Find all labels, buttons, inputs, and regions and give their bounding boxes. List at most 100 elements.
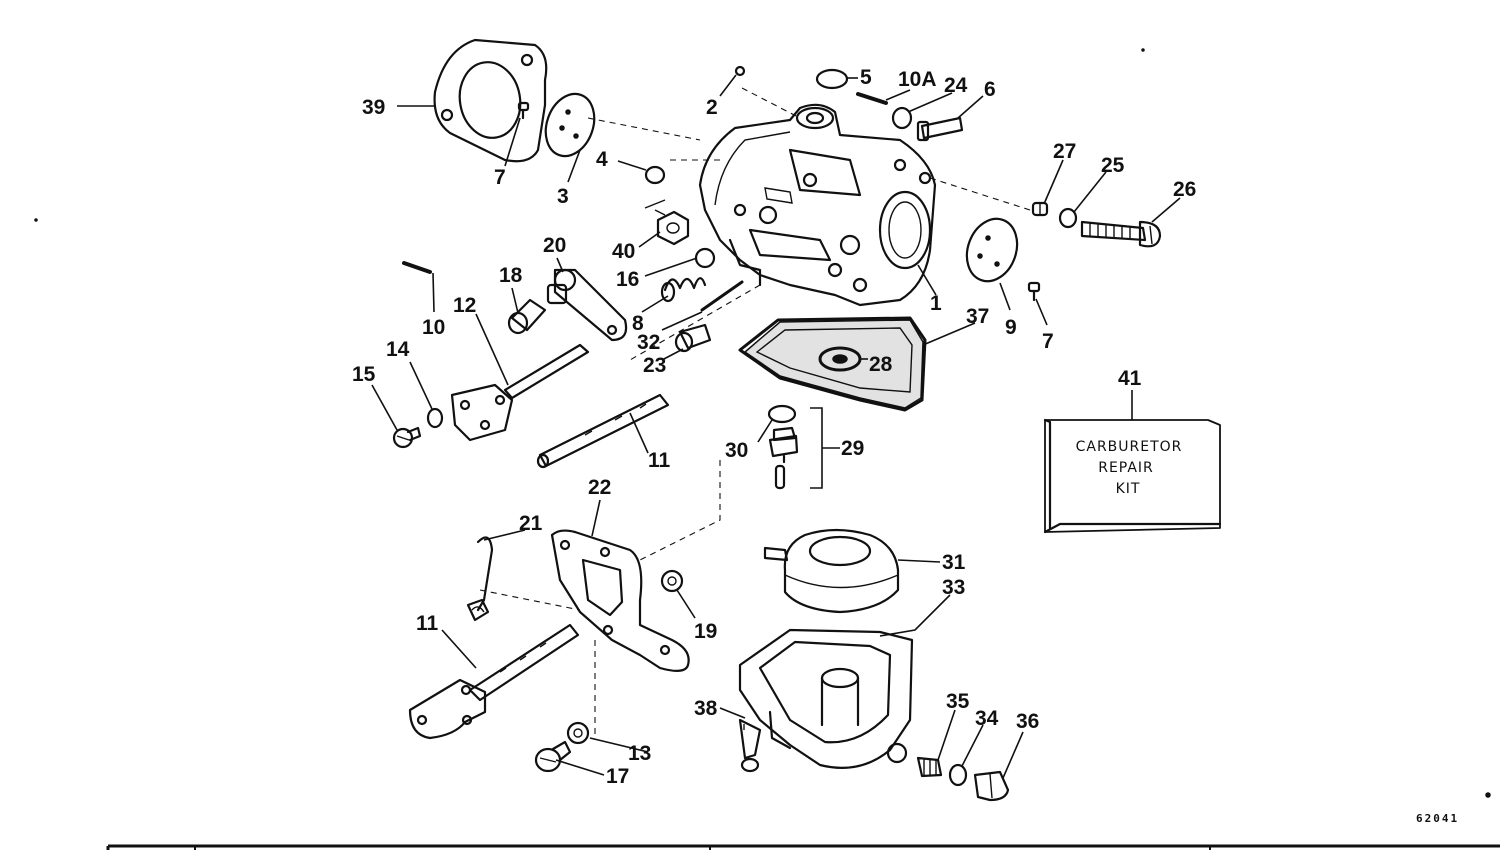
callout-7-left: 7 xyxy=(494,166,506,189)
callout-17: 17 xyxy=(606,765,629,788)
callout-12: 12 xyxy=(453,294,476,317)
lever-20 xyxy=(546,268,628,342)
needle-seat-29 xyxy=(768,426,799,490)
screw-17 xyxy=(534,740,572,773)
callout-10: 10 xyxy=(422,316,445,339)
leader-lines xyxy=(371,74,1181,779)
callout-4: 4 xyxy=(596,148,608,171)
callout-11-lower: 11 xyxy=(416,612,439,635)
callout-34: 34 xyxy=(975,707,999,730)
screw-15 xyxy=(392,426,422,449)
drain-plug-36 xyxy=(973,770,1010,802)
needle-32 xyxy=(700,280,744,312)
callout-31: 31 xyxy=(942,551,966,574)
callout-2: 2 xyxy=(706,96,718,119)
callout-23: 23 xyxy=(643,354,666,377)
callout-28: 28 xyxy=(869,353,893,376)
alignment-lines xyxy=(479,87,1031,740)
callout-13: 13 xyxy=(628,742,651,765)
speck xyxy=(34,218,38,222)
washer-19 xyxy=(660,569,684,593)
callout-32: 32 xyxy=(637,331,660,354)
callout-11-upper: 11 xyxy=(648,449,671,472)
callout-39: 39 xyxy=(362,96,385,119)
carburetor-body xyxy=(698,103,937,307)
screw-small-right xyxy=(1027,281,1041,302)
callout-18: 18 xyxy=(499,264,523,287)
plug-ball xyxy=(644,165,666,185)
callout-6: 6 xyxy=(984,78,996,101)
callout-38: 38 xyxy=(694,697,718,720)
pin-10 xyxy=(402,261,432,274)
callout-24: 24 xyxy=(944,74,968,97)
diaphragm-disc-right xyxy=(965,217,1019,283)
washer-24 xyxy=(891,106,913,130)
float-bowl-33 xyxy=(738,628,914,769)
kit-line-1: CARBURETOR xyxy=(1076,439,1183,455)
speck xyxy=(1141,48,1145,52)
callout-36: 36 xyxy=(1016,710,1039,733)
callout-15: 15 xyxy=(352,363,376,386)
callout-10a: 10A xyxy=(898,68,937,91)
callout-41: 41 xyxy=(1118,367,1142,390)
callout-30: 30 xyxy=(725,439,748,462)
callout-27: 27 xyxy=(1053,140,1076,163)
callout-29: 29 xyxy=(841,437,864,460)
callout-19: 19 xyxy=(694,620,717,643)
throttle-shaft-11-lower xyxy=(408,623,580,740)
callout-9: 9 xyxy=(1005,316,1017,339)
bracket-plate-22 xyxy=(550,529,690,672)
needle-valve-23 xyxy=(674,323,712,353)
repair-kit-label: CARBURETOR REPAIR KIT xyxy=(1076,439,1183,497)
nut-40 xyxy=(644,199,690,246)
grommet-28 xyxy=(818,346,862,372)
jet-35 xyxy=(916,756,943,778)
check-ball xyxy=(734,65,746,77)
callout-5: 5 xyxy=(860,66,872,89)
speck xyxy=(1485,792,1491,798)
repair-kit-box xyxy=(1043,418,1222,534)
figure-number: 62041 xyxy=(1416,812,1459,825)
adjustment-screw-26 xyxy=(1080,220,1162,248)
washer-34 xyxy=(948,763,968,787)
callout-labels: 39 7 3 4 2 5 10A 24 6 27 25 26 1 9 7 37 … xyxy=(352,66,1196,788)
callout-21: 21 xyxy=(519,512,543,535)
callout-35: 35 xyxy=(946,690,970,713)
callout-22: 22 xyxy=(588,476,611,499)
callout-40: 40 xyxy=(612,240,635,263)
throttle-shaft-11-upper xyxy=(536,393,670,469)
spring-8 xyxy=(660,277,707,303)
callout-8: 8 xyxy=(632,312,644,335)
flange-gasket xyxy=(433,38,548,163)
float-31 xyxy=(763,528,900,614)
jet-6 xyxy=(916,116,964,142)
bowl-gasket xyxy=(738,316,927,412)
seal-ring-30 xyxy=(767,404,797,424)
screw-38 xyxy=(738,718,762,773)
diaphragm-disc xyxy=(544,92,596,158)
callout-7-right: 7 xyxy=(1042,330,1054,353)
screw-27 xyxy=(1031,201,1049,217)
washer-14 xyxy=(426,407,444,429)
expansion-plug xyxy=(815,68,849,90)
callout-3: 3 xyxy=(557,185,569,208)
kit-line-2: REPAIR xyxy=(1098,460,1154,476)
callout-26: 26 xyxy=(1173,178,1196,201)
choke-shaft-12 xyxy=(450,343,590,442)
callout-14: 14 xyxy=(386,338,410,361)
washer-25 xyxy=(1058,207,1078,229)
callout-1: 1 xyxy=(930,292,942,315)
bushing-18 xyxy=(507,298,547,335)
bottom-table-border xyxy=(106,844,1500,850)
kit-line-3: KIT xyxy=(1116,481,1141,497)
callout-33: 33 xyxy=(942,576,965,599)
screw-small xyxy=(517,101,530,120)
callout-16: 16 xyxy=(616,268,639,291)
callout-20: 20 xyxy=(543,234,566,257)
washer-16 xyxy=(694,247,716,269)
callout-37: 37 xyxy=(966,305,989,328)
washer-13 xyxy=(566,721,590,745)
pin-10a xyxy=(856,92,888,105)
spring-wire-21 xyxy=(466,536,494,622)
